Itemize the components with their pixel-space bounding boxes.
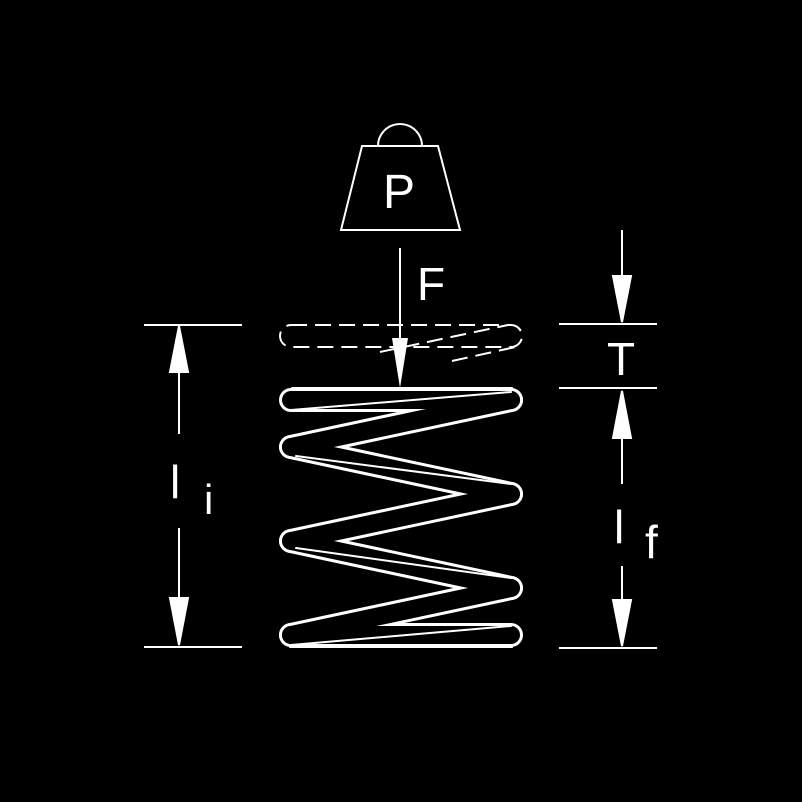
travel-dimension	[559, 230, 657, 389]
travel-label: T	[607, 333, 635, 385]
weight-icon	[339, 123, 462, 231]
final-length-dimension	[559, 390, 657, 649]
uncompressed-spring-outline	[279, 324, 523, 362]
weight-label: P	[383, 166, 415, 219]
initial-length-dimension	[144, 324, 242, 648]
spring-coils	[279, 387, 523, 648]
force-arrow	[392, 248, 408, 388]
final-length-main: l	[614, 501, 624, 553]
initial-length-sub: i	[204, 476, 213, 523]
final-length-sub: f	[645, 516, 658, 568]
force-label: F	[417, 258, 445, 310]
initial-length-main: l	[170, 456, 180, 508]
